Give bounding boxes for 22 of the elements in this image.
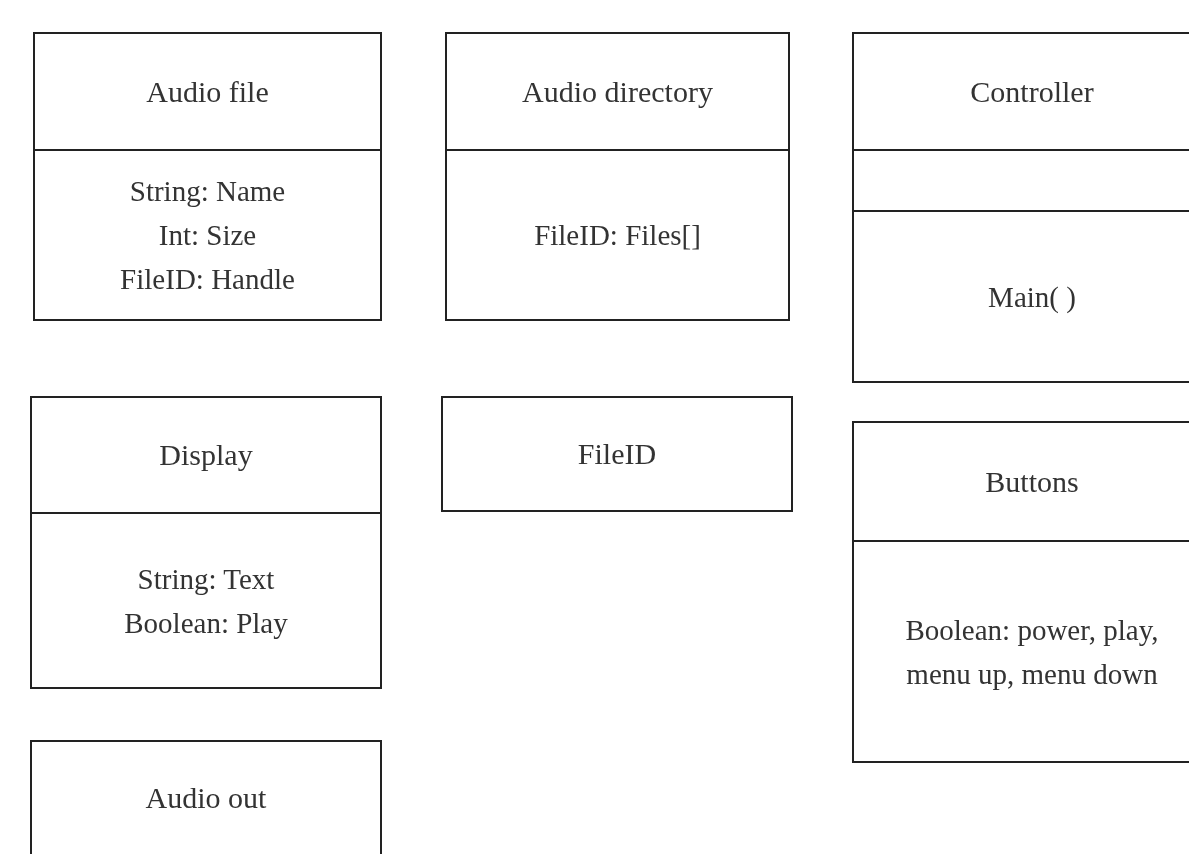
- attribute-text: Main( ): [988, 279, 1076, 315]
- class-name: Display: [158, 437, 254, 473]
- attribute-text: String: Name: [129, 174, 286, 209]
- class-box: [33, 32, 382, 321]
- attribute-text: FileID: Handle: [120, 262, 295, 297]
- class-name: Controller: [969, 73, 1095, 110]
- class-name: Audio file: [145, 73, 270, 110]
- attribute-text: Boolean: Play: [124, 605, 288, 641]
- attribute-text: FileID: Files[]: [534, 218, 701, 253]
- attribute-text: Boolean: power, play, menu up, menu down: [904, 612, 1160, 692]
- class-box: [30, 740, 382, 854]
- class-box: [30, 396, 382, 689]
- attribute-text: Int: Size: [158, 218, 257, 253]
- class-box: [852, 32, 1189, 383]
- class-box: [441, 396, 793, 512]
- class-name: Buttons: [984, 463, 1080, 500]
- class-box: [445, 32, 790, 321]
- attribute-text: String: Text: [137, 561, 275, 597]
- class-box: [852, 421, 1189, 763]
- class-name: Audio out: [144, 780, 268, 816]
- class-name: FileID: [576, 436, 658, 472]
- class-name: Audio directory: [521, 73, 714, 110]
